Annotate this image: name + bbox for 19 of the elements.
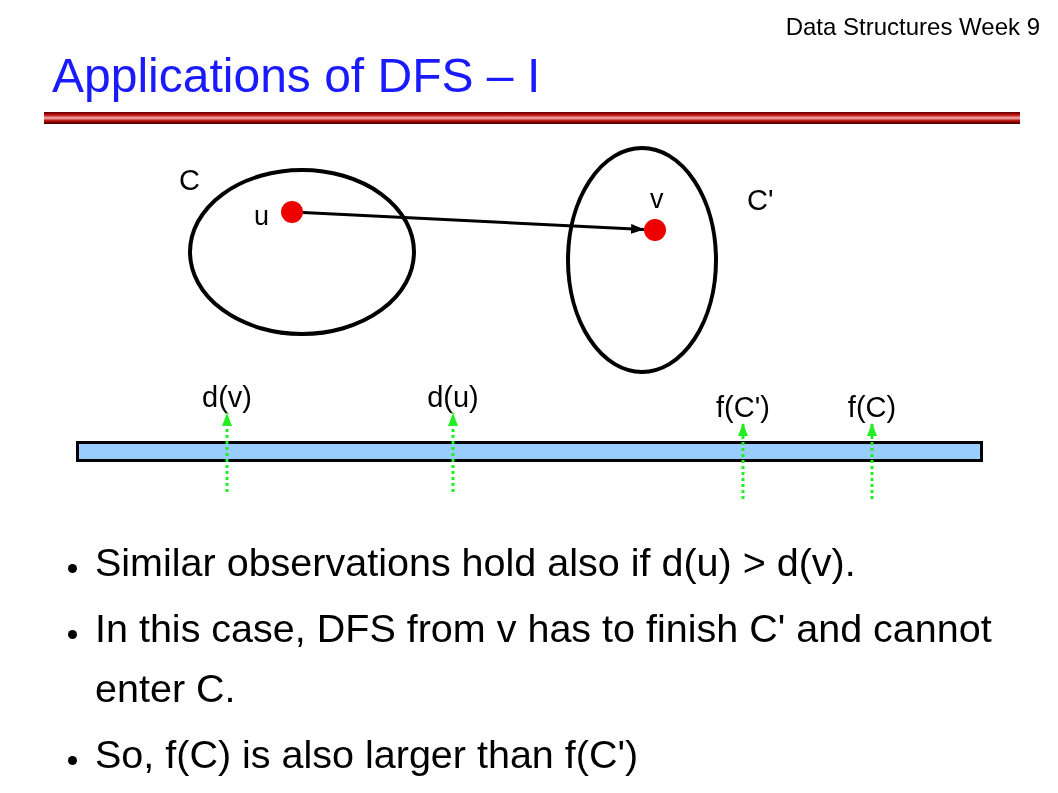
- time-label: f(C'): [712, 392, 774, 423]
- dotted-arrow: [448, 413, 458, 492]
- bullet-text: So, f(C) is also larger than f(C'): [95, 731, 640, 778]
- component-label: C: [179, 166, 200, 195]
- dotted-arrow: [867, 423, 877, 499]
- component-label: C': [747, 186, 774, 215]
- bullet-text: In this case, DFS from v has to finish C' and cannot enter C.: [95, 605, 993, 712]
- time-label: f(C): [841, 392, 903, 423]
- dotted-arrow: [222, 413, 232, 492]
- slide-header: Data Structures Week 9: [785, 15, 1040, 39]
- bullet-text: Similar observations hold also if d(u) > d(v).: [95, 539, 857, 586]
- timeline-bar: [76, 441, 983, 462]
- vertex-label: u: [254, 203, 270, 230]
- time-label: d(u): [422, 382, 484, 413]
- dotted-arrow: [738, 423, 748, 499]
- time-label: d(v): [196, 382, 258, 413]
- vertex-label: v: [650, 186, 664, 213]
- arrow: [302, 211, 645, 234]
- slide-title: Applications of DFS – I: [52, 52, 541, 100]
